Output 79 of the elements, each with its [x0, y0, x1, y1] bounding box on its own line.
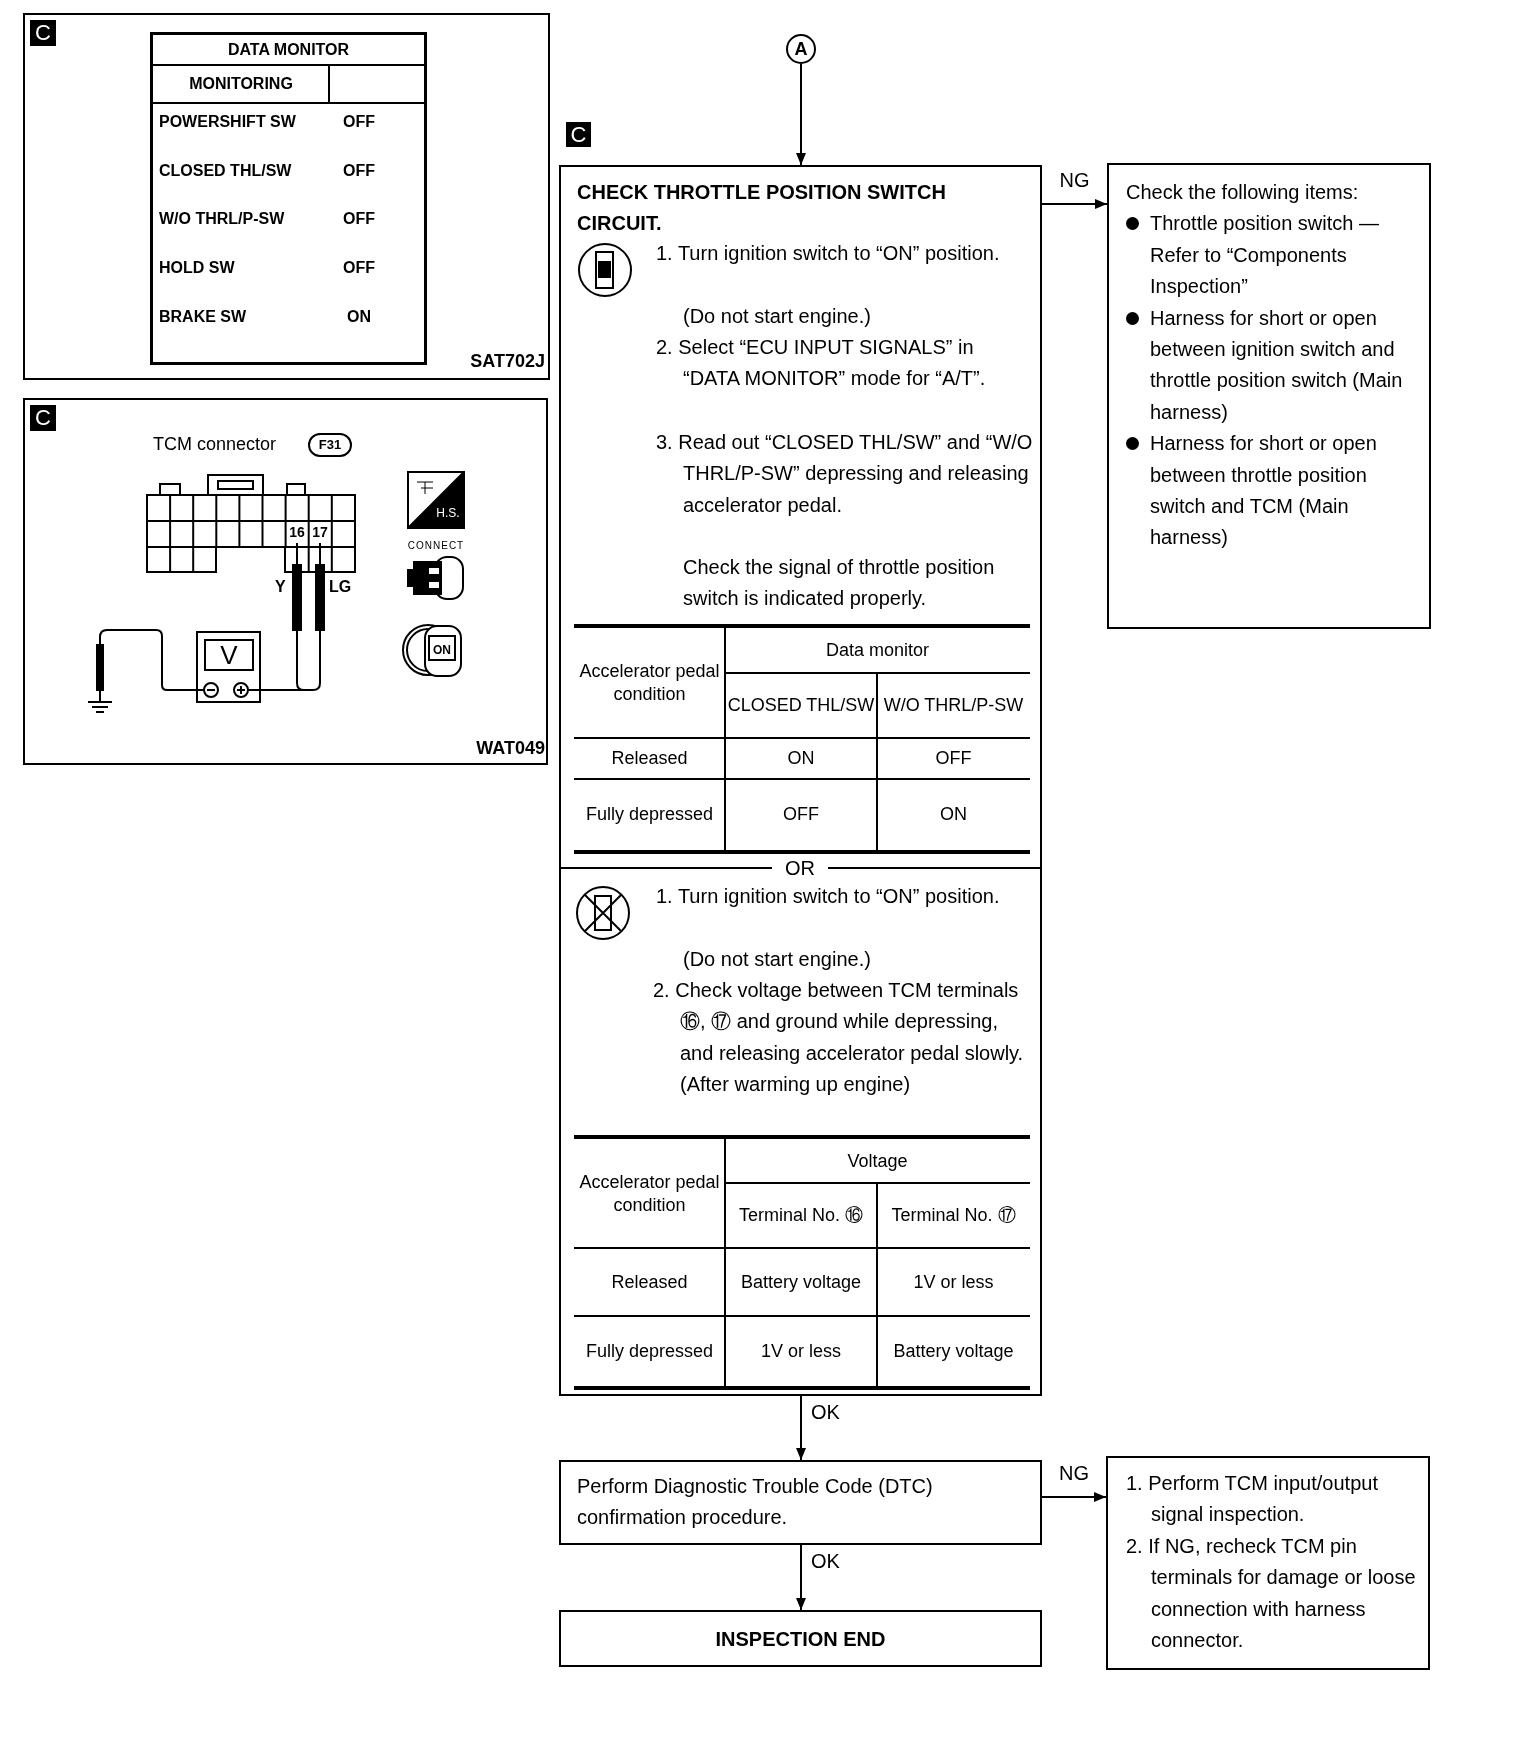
panel-frame — [23, 13, 550, 380]
table-header: DATA MONITOR — [226, 40, 351, 60]
table-cell-text: Terminal No. ⑯ — [738, 1204, 864, 1227]
table-cell-text: Voltage — [846, 1149, 909, 1173]
step-text: 1. Perform TCM input/output signal inspection. — [1126, 1471, 1379, 1528]
table-cell-text: 1V or less — [759, 1339, 842, 1363]
table-cell-text: Battery voltage — [739, 1270, 863, 1294]
step-text: 2. If NG, recheck TCM pin terminals for damage or loose connection with harness connector. — [1126, 1533, 1417, 1654]
step-heading: CHECK THROTTLE POSITION SWITCH CIRCUIT. — [577, 180, 947, 237]
connector-title: TCM connector — [153, 433, 278, 456]
step-text: 2. Check voltage between TCM terminals ⑯, ⑰ and ground while depressing, and releasing accelerator pedal slowly. (After warming up engine) — [653, 978, 1025, 1098]
icon-caption: ON — [432, 642, 452, 659]
table-cell-text: ON — [939, 803, 968, 826]
step-text: 3. Read out “CLOSED THL/SW” and “W/O THRL/P-SW” depressing and releasing accelerator pedal. — [656, 430, 1034, 518]
step-text: 1. Turn ignition switch to “ON” position. — [656, 884, 1001, 909]
section-badge: C — [30, 405, 56, 431]
table-cell-text: Fully depressed — [584, 803, 715, 826]
list-item: Harness for short or open between throttle position switch and TCM (Main harness) — [1150, 432, 1377, 549]
icon-caption: CONNECT — [406, 539, 466, 553]
connector-code-badge: F31 — [308, 433, 352, 457]
table-cell-text: BRAKE SW — [159, 307, 248, 327]
arrow — [796, 1395, 806, 1461]
connector-letter: A — [794, 38, 808, 61]
note-text: (Do not start engine.) — [683, 947, 872, 972]
table-cell-text: OFF — [782, 803, 820, 826]
table-cell-text: HOLD SW — [159, 258, 236, 278]
table-cell-text: CLOSED THL/SW — [159, 161, 293, 181]
table-cell-text: 1V or less — [912, 1270, 995, 1294]
table-cell-text: POWERSHIFT SW — [159, 112, 297, 132]
table-cell-text: OFF — [342, 209, 376, 229]
arrow — [796, 63, 806, 166]
result-box — [1107, 163, 1431, 629]
table-cell-text: Accelerator pedal condition — [578, 660, 721, 706]
table-cell-text: Battery voltage — [892, 1339, 1015, 1363]
table-cell-text: CLOSED THL/SW — [726, 694, 876, 717]
process-box — [559, 1460, 1042, 1545]
note-text: (Do not start engine.) — [683, 304, 872, 329]
table-cell-text: W/O THRL/P-SW — [159, 209, 286, 229]
table-cell-text: OFF — [934, 747, 973, 770]
table-cell-text: W/O THRL/P-SW — [882, 694, 1025, 717]
section-badge: C — [30, 20, 56, 46]
pin-number: 17 — [311, 523, 329, 542]
table-cell-text: Released — [610, 747, 689, 770]
end-text: INSPECTION END — [714, 1627, 887, 1652]
meter-reading: V — [219, 640, 239, 670]
table-cell-text: OFF — [342, 258, 376, 278]
panel-frame — [23, 398, 548, 765]
arrow — [1041, 199, 1108, 209]
step-text: 1. Turn ignition switch to “ON” position. — [656, 241, 1001, 266]
table-cell-text: OFF — [342, 112, 376, 132]
heading-text: Check the following items: — [1126, 180, 1360, 205]
table-cell-text: Fully depressed — [584, 1339, 715, 1363]
result-box — [1106, 1456, 1430, 1670]
figure-code: WAT049 — [475, 737, 545, 760]
data-monitor-table — [150, 32, 427, 365]
section-badge: C — [566, 122, 591, 147]
list-item: Harness for short or open between ignition switch and throttle position switch (Main harness) — [1150, 306, 1403, 423]
end-box — [559, 1610, 1042, 1667]
table-cell-text: Terminal No. ⑰ — [890, 1204, 1017, 1227]
table-cell-text: OFF — [342, 161, 376, 181]
table-cell-text: Data monitor — [824, 639, 930, 662]
wire-color-label: LG — [329, 577, 353, 597]
pin-number: 16 — [288, 523, 306, 542]
step-text: 2. Select “ECU INPUT SIGNALS” in “DATA MONITOR” mode for “A/T”. — [656, 335, 987, 392]
table-cell-text: Released — [610, 1270, 689, 1294]
table-cell-text: Accelerator pedal condition — [578, 1170, 721, 1217]
list-item: Throttle position switch — Refer to “Components Inspection” — [1150, 212, 1379, 298]
table-cell-text: ON — [786, 747, 816, 770]
table-header: MONITORING — [188, 74, 294, 94]
step-text: Perform Diagnostic Trouble Code (DTC) confirmation procedure. — [577, 1474, 934, 1531]
figure-code: SAT702J — [469, 350, 545, 373]
instruction-text: Check the signal of throttle position switch is indicated properly. — [683, 555, 996, 612]
table-cell-text: ON — [346, 307, 372, 327]
icon-caption: H.S. — [435, 505, 461, 522]
connector-circle — [786, 34, 816, 64]
arrow — [1041, 1492, 1107, 1502]
arrow — [796, 1544, 806, 1611]
wire-color-label: Y — [275, 577, 287, 597]
process-box — [559, 165, 1042, 1396]
